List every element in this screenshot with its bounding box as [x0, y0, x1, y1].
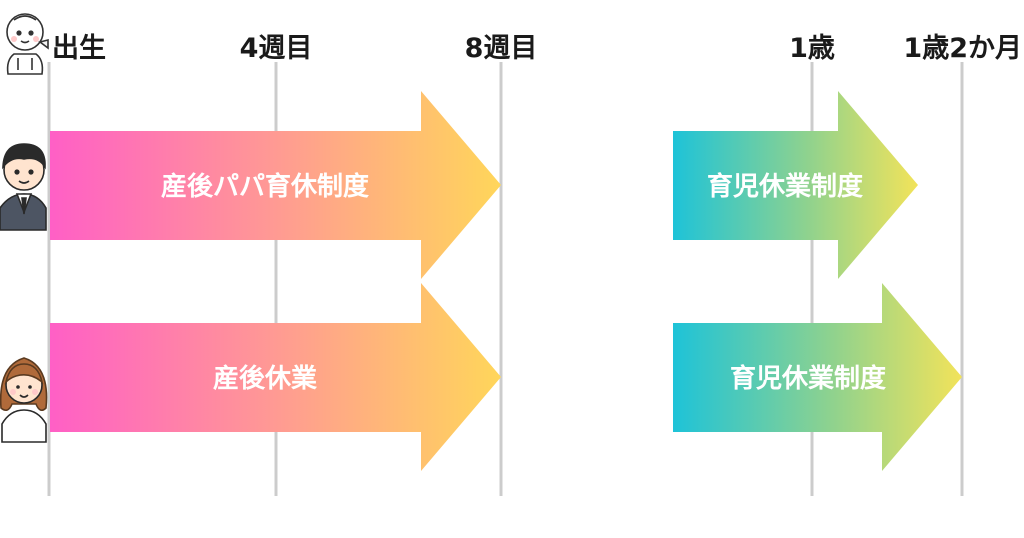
tick-labels: 出生 4週目 8週目 1歳 1歳2か月 [52, 33, 1022, 64]
mother-avatar-icon [0, 357, 48, 443]
baby-icon [6, 13, 49, 75]
father-papa-leave-label: 産後パパ育休制度 [161, 171, 369, 202]
father-childcare-leave-arrow [673, 91, 918, 279]
father-papa-leave-arrow [50, 91, 501, 279]
tick-label-1year2months: 1歳2か月 [903, 33, 1022, 64]
mother-childcare-leave-arrow [673, 283, 962, 471]
tick-label-week8: 8週目 [465, 33, 538, 64]
mother-postnatal-leave-arrow [50, 283, 501, 471]
tick-label-birth: 出生 [52, 33, 106, 64]
mother-childcare-leave-label: 育児休業制度 [730, 363, 886, 394]
tick-label-week4: 4週目 [240, 33, 313, 64]
father-avatar-icon [0, 143, 47, 231]
mother-postnatal-leave-label: 産後休業 [213, 363, 317, 394]
father-childcare-leave-label: 育児休業制度 [707, 171, 863, 202]
tick-label-1year: 1歳 [789, 33, 835, 64]
